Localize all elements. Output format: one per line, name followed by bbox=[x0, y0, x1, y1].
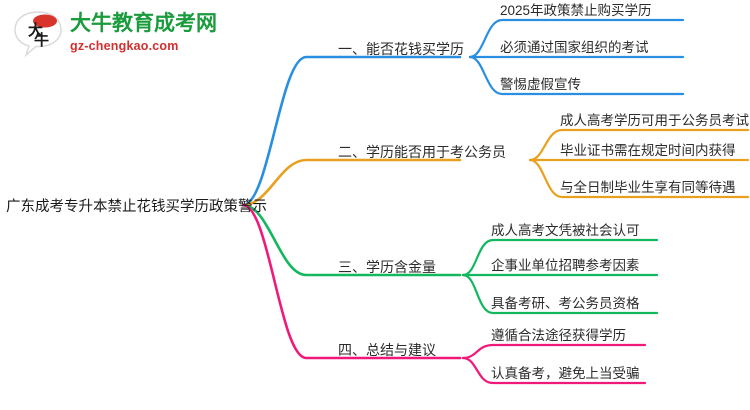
leaf-label-1-2[interactable]: 必须通过国家组织的考试 bbox=[500, 40, 649, 55]
logo-domain: gz-chengkao.com bbox=[70, 39, 179, 53]
svg-text:牛: 牛 bbox=[34, 31, 49, 49]
leaf-connector bbox=[528, 158, 750, 199]
branch-trunk-connector bbox=[241, 203, 462, 277]
leaf-label-3-1[interactable]: 成人高考文凭被社会认可 bbox=[491, 223, 640, 238]
leaf-label-4-1[interactable]: 遵循合法途径获得学历 bbox=[491, 328, 626, 343]
leaf-label-3-2[interactable]: 企事业单位招聘参考因素 bbox=[491, 258, 640, 273]
leaf-connector bbox=[461, 343, 647, 360]
svg-text:大: 大 bbox=[28, 21, 43, 39]
leaf-label-3-3[interactable]: 具备考研、考公务员资格 bbox=[491, 296, 640, 311]
leaf-label-4-2[interactable]: 认真备考，避免上当受骗 bbox=[491, 366, 640, 381]
branch-label-3[interactable]: 三、学历含金量 bbox=[338, 259, 436, 275]
leaf-label-1-1[interactable]: 2025年政策禁止购买学历 bbox=[500, 3, 652, 18]
branch-trunk-connector bbox=[241, 203, 462, 360]
leaf-connector bbox=[468, 18, 685, 59]
site-logo: 大 牛 大牛教育成考网 gz-chengkao.com bbox=[12, 8, 217, 60]
logo-title: 大牛教育成考网 bbox=[70, 12, 217, 35]
daniu-speech-bubble-logo-icon: 大 牛 bbox=[14, 11, 62, 58]
leaf-connector bbox=[461, 238, 659, 277]
leaf-connector bbox=[461, 273, 659, 315]
branch-trunk-connector bbox=[241, 158, 462, 207]
branch-trunk-connector bbox=[241, 55, 462, 207]
leaf-connector bbox=[461, 356, 647, 385]
leaf-label-2-2[interactable]: 毕业证书需在规定时间内获得 bbox=[560, 143, 736, 158]
leaf-label-2-3[interactable]: 与全日制毕业生享有同等待遇 bbox=[560, 180, 736, 195]
branch-label-1[interactable]: 一、能否花钱买学历 bbox=[338, 41, 464, 57]
branch-label-2[interactable]: 二、学历能否用于考公务员 bbox=[338, 144, 506, 160]
leaf-label-1-3[interactable]: 警惕虚假宣传 bbox=[500, 77, 581, 92]
root-node-label[interactable]: 广东成考专升本禁止花钱买学历政策警示 bbox=[6, 199, 267, 215]
leaf-label-2-1[interactable]: 成人高考学历可用于公务员考试 bbox=[560, 113, 749, 128]
branch-label-4[interactable]: 四、总结与建议 bbox=[338, 342, 436, 358]
leaf-connector bbox=[468, 55, 685, 96]
